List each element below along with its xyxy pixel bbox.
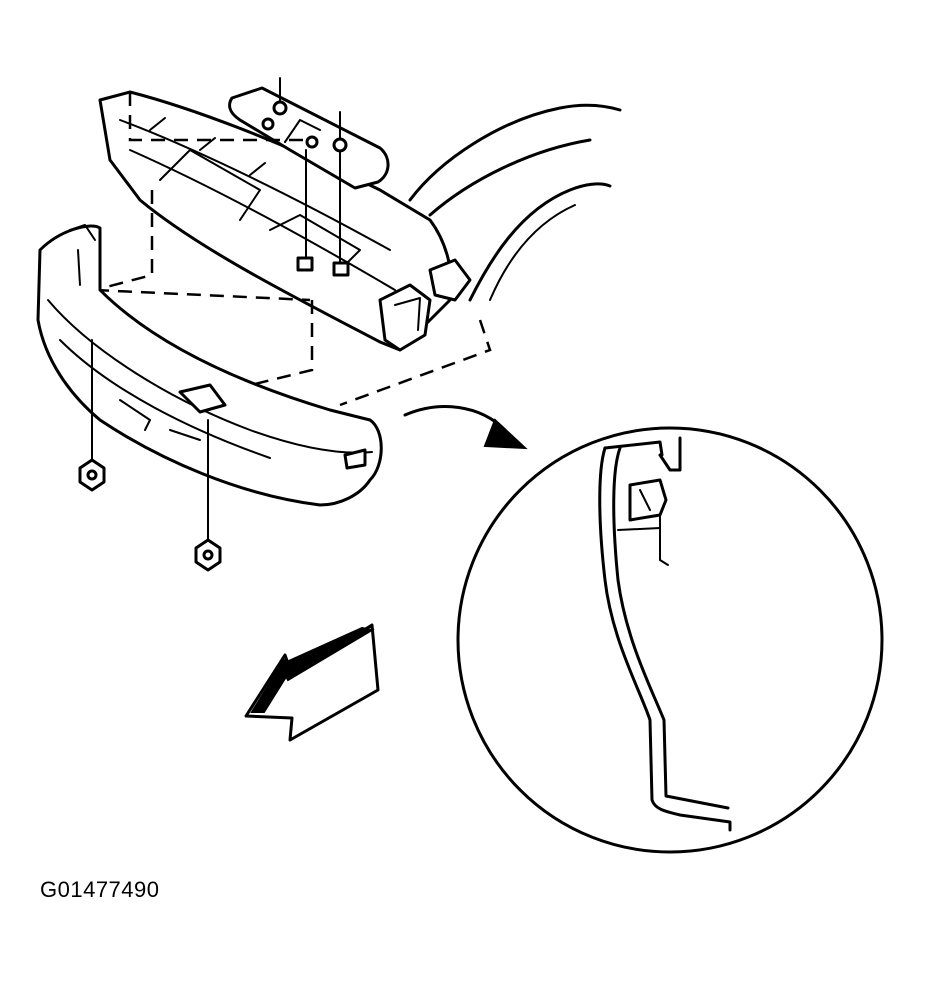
fender-outline [408,103,622,302]
bumper-fascia [36,224,383,507]
detail-callout-arrow [403,405,528,450]
detail-view-circle [456,426,884,854]
figure-id-label: G01477490 [40,877,160,902]
lower-fasteners [78,339,222,572]
impact-bar [98,90,472,352]
fastener-guides-top [279,77,350,277]
front-direction-arrow [244,623,380,742]
upper-bracket [228,86,390,190]
